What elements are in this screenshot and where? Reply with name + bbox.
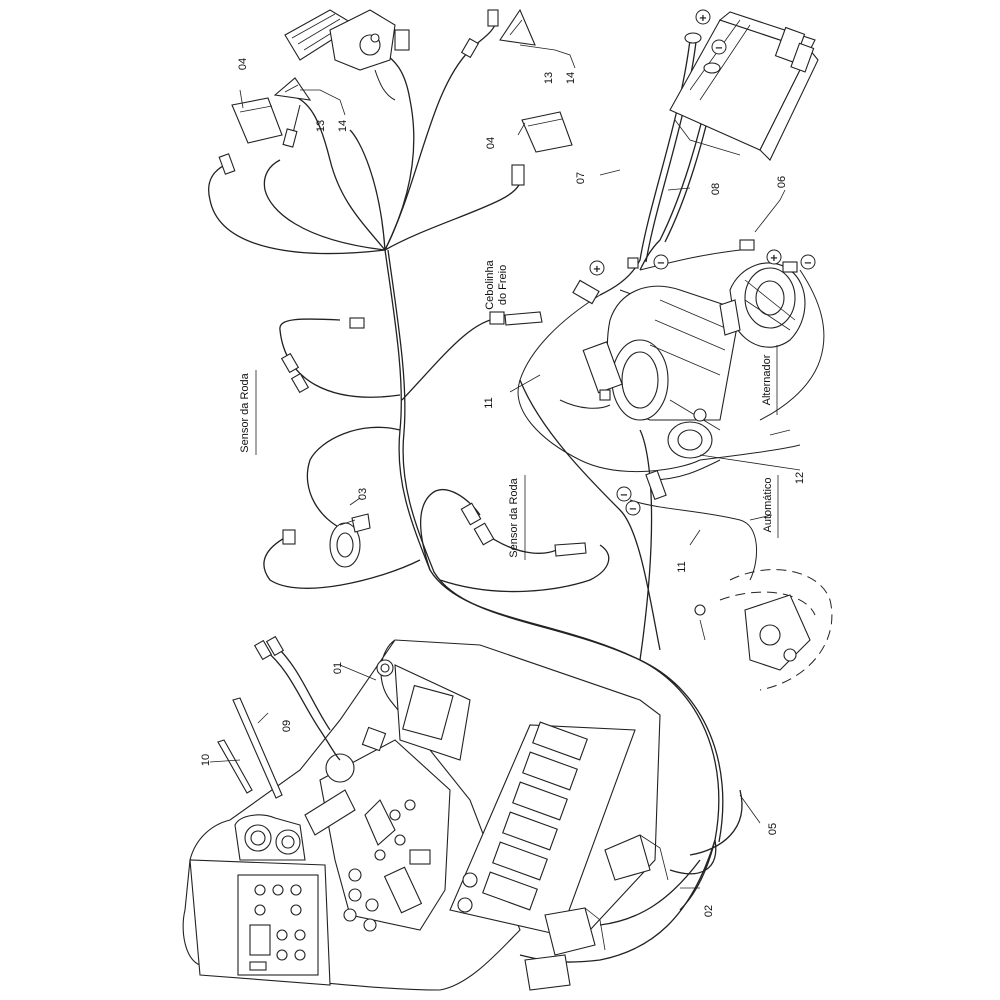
dashboard-pigtail — [253, 635, 341, 761]
svg-text:−: − — [657, 258, 665, 269]
triangle-sensor-left — [273, 77, 312, 148]
text-labels: Sensor da Roda Sensor da Roda Cebolinha … — [239, 259, 779, 560]
fuse-relays — [457, 721, 588, 913]
minus-symbol-alternator: − — [800, 254, 816, 270]
dashboard-console — [182, 639, 661, 991]
svg-text:−: − — [715, 43, 723, 54]
module-04-left — [231, 97, 283, 144]
part-number-12: 12 — [794, 472, 806, 484]
part-number-10: 10 — [200, 754, 212, 766]
part-number-05: 05 — [767, 823, 779, 835]
part-number-14-left: 14 — [337, 120, 349, 132]
label-alternador: Alternador — [761, 354, 773, 405]
svg-text:−: − — [620, 490, 628, 501]
part-number-labels: 01 09 10 02 05 03 04 04 13 14 13 14 07 0… — [200, 58, 806, 917]
label-automatico: Automático — [762, 477, 774, 532]
part-number-11-upper: 11 — [483, 397, 495, 408]
plus-symbol-battery: + — [695, 9, 711, 25]
minus-symbol-starter: − — [653, 254, 669, 270]
cable-ties — [217, 697, 283, 799]
battery — [669, 11, 819, 161]
part-number-06: 06 — [776, 176, 788, 188]
alternator — [719, 262, 806, 348]
svg-text:+: + — [770, 253, 778, 264]
part-number-03: 03 — [357, 488, 369, 500]
plus-symbol-starter: + — [589, 260, 605, 276]
minus-symbol-automatico-right: − — [625, 500, 641, 516]
main-harness — [208, 24, 743, 963]
part-number-04-right: 04 — [485, 137, 497, 149]
connectors — [218, 153, 798, 557]
label-do-freio: do Freio — [497, 265, 509, 305]
engine-sensor-area — [694, 569, 833, 691]
connector-blocks — [524, 834, 669, 991]
part-number-08: 08 — [710, 183, 722, 195]
part-number-02: 02 — [703, 905, 715, 917]
svg-text:+: + — [593, 264, 601, 275]
instrument-gauges — [234, 814, 306, 861]
svg-text:−: − — [629, 504, 637, 515]
center-switches — [343, 799, 431, 932]
accelerator-pedal — [284, 9, 410, 101]
part-number-11-lower: 11 — [676, 561, 688, 572]
part-number-13-left: 13 — [315, 120, 327, 132]
label-sensor-da-roda-upper: Sensor da Roda — [239, 372, 251, 452]
part-number-13-right: 13 — [543, 72, 555, 84]
part-number-01: 01 — [332, 662, 344, 674]
part-number-07: 07 — [575, 172, 587, 184]
part-number-09: 09 — [281, 720, 293, 732]
leader-lines — [209, 44, 801, 889]
svg-text:+: + — [699, 13, 707, 24]
plus-symbol-alternator: + — [766, 249, 782, 265]
starter-motor — [582, 285, 741, 459]
label-cebolinha: Cebolinha — [484, 259, 496, 309]
part-number-14-right: 14 — [565, 72, 577, 84]
minus-symbol-battery: − — [711, 39, 727, 55]
triangle-sensor-right — [460, 8, 536, 59]
panel-switches — [249, 884, 306, 971]
minus-symbol-automatico-left: − — [616, 486, 632, 502]
module-04-right — [521, 111, 573, 153]
label-sensor-da-roda-lower: Sensor da Roda — [508, 477, 520, 557]
polarity-symbols: + − + − + − − − — [589, 9, 816, 516]
svg-text:−: − — [804, 258, 812, 269]
buzzer-03 — [329, 513, 371, 568]
part-number-04-left: 04 — [237, 58, 249, 70]
